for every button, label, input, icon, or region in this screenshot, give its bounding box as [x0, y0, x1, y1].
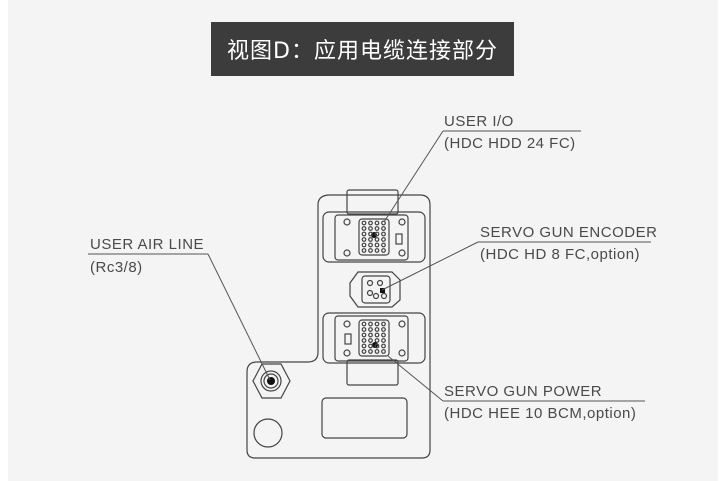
connector-pin: [381, 248, 386, 253]
label-user-io: USER I/O: [444, 113, 514, 130]
label-user-io-part: (HDC HDD 24 FC): [444, 135, 576, 152]
label-servo-gun-power-part: (HDC HEE 10 BCM,option): [444, 405, 636, 422]
connector-pin: [368, 321, 373, 327]
blank-hole: [253, 418, 283, 448]
connector-pin: [361, 237, 367, 242]
connector-pin: [381, 321, 386, 327]
connector-pin: [361, 327, 367, 332]
nameplate-recess: [321, 397, 408, 439]
connector-pin: [374, 332, 380, 338]
plate-outline: [246, 194, 431, 459]
servo-gun-power-connector: [322, 312, 426, 386]
connector-pin: [374, 248, 380, 253]
connector-pin: [368, 338, 373, 343]
connector-pin: [361, 231, 367, 237]
connector-pin: [361, 332, 367, 338]
connector-pin: [374, 321, 380, 327]
connector-pin: [368, 349, 373, 354]
connector-pin: [381, 338, 386, 343]
connector-pin: [381, 343, 386, 349]
leader-servo-gun-encoder: SERVO GUN ENCODER (HDC HD 8 FC,option): [381, 224, 657, 291]
connector-pin: [381, 237, 386, 242]
connector-pin: [374, 343, 380, 349]
leader-servo-gun-power: SERVO GUN POWER (HDC HEE 10 BCM,option): [387, 355, 645, 422]
connector-pin: [381, 349, 386, 354]
connector-pin: [368, 220, 373, 226]
connector-pin: [381, 242, 386, 248]
user-io-connector: [322, 189, 426, 263]
connector-pin: [361, 338, 367, 343]
connector-pin: [361, 349, 367, 354]
connector-pin: [368, 327, 373, 332]
connector-pin: [361, 226, 367, 231]
connector-pin: [368, 332, 373, 338]
connector-pin: [368, 343, 373, 349]
connector-pin: [381, 231, 386, 237]
connector-pin: [374, 349, 380, 354]
label-servo-gun-encoder: SERVO GUN ENCODER: [480, 224, 657, 241]
connector-pin: [374, 327, 380, 332]
label-servo-gun-encoder-part: (HDC HD 8 FC,option): [480, 246, 640, 263]
connector-pin: [361, 242, 367, 248]
connector-pin: [374, 242, 380, 248]
connector-pin: [374, 226, 380, 231]
connector-pin: [381, 220, 386, 226]
connector-pin: [381, 327, 386, 332]
connector-pin: [381, 226, 386, 231]
label-servo-gun-power: SERVO GUN POWER: [444, 383, 602, 400]
connector-pin: [368, 248, 373, 253]
leader-user-io: USER I/O (HDC HDD 24 FC): [383, 113, 581, 223]
connector-pin: [374, 237, 380, 242]
connector-pin: [374, 338, 380, 343]
title: 视图D：应用电缆连接部分: [227, 39, 498, 64]
connector-pin: [374, 231, 380, 237]
connector-pin: [381, 332, 386, 338]
user-air-line-fitting: [252, 363, 291, 399]
connector-pin: [361, 321, 367, 327]
connector-pin: [361, 220, 367, 226]
connector-pin: [368, 242, 373, 248]
label-user-air-line-part: (Rc3/8): [90, 259, 143, 276]
connector-pin: [361, 248, 367, 253]
label-user-air-line: USER AIR LINE: [90, 236, 204, 253]
connector-pin: [374, 220, 380, 226]
leader-user-air-line: USER AIR LINE (Rc3/8): [88, 236, 271, 381]
connector-pin: [368, 231, 373, 237]
servo-gun-encoder-connector: [349, 271, 401, 308]
connector-pin: [368, 226, 373, 231]
connector-pin: [361, 343, 367, 349]
connector-pin: [368, 237, 373, 242]
title-banner: 视图D：应用电缆连接部分: [211, 22, 514, 76]
